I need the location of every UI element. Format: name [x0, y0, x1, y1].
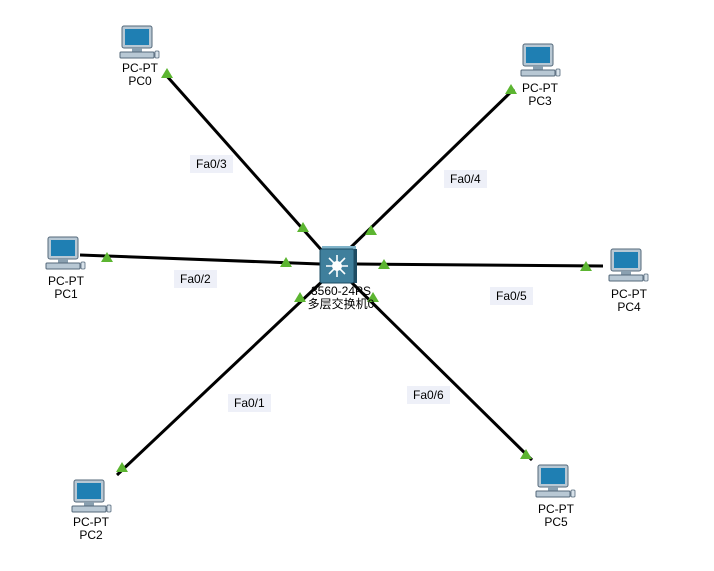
- port-label-fa0-3: Fa0/3: [190, 155, 233, 173]
- pc1-model: PC-PT: [48, 274, 84, 288]
- link-pc5-switch[interactable]: [343, 274, 534, 462]
- link-status-indicators: [101, 68, 592, 472]
- pc4-name: PC4: [617, 300, 641, 314]
- pc0-label: PC-PT PC0: [100, 62, 180, 88]
- link-status-pc5-switch-end: [367, 292, 379, 302]
- pc2-name: PC2: [79, 528, 103, 542]
- switch-name: 多层交换机0: [307, 297, 375, 311]
- pc0-pc-icon[interactable]: [119, 25, 160, 59]
- link-pc2-switch[interactable]: [115, 272, 332, 477]
- pc0-name: PC0: [128, 74, 152, 88]
- link-status-pc1-end: [101, 252, 113, 262]
- pc4-model: PC-PT: [611, 287, 647, 301]
- link-pc3-switch[interactable]: [345, 87, 516, 253]
- link-pc1-switch[interactable]: [79, 253, 321, 266]
- link-status-pc0-switch-end: [297, 222, 309, 232]
- link-status-pc2-end: [116, 462, 128, 472]
- pc3-name: PC3: [528, 94, 552, 108]
- pc4-label: PC-PT PC4: [589, 288, 669, 314]
- pc5-label: PC-PT PC5: [516, 503, 596, 529]
- pc5-pc-icon[interactable]: [535, 464, 576, 498]
- link-status-pc2-switch-end: [294, 292, 306, 302]
- switch-label: 3560-24PS 多层交换机0: [296, 285, 386, 311]
- link-status-pc3-end: [505, 84, 517, 94]
- pc4-pc-icon[interactable]: [608, 248, 649, 282]
- pc1-label: PC-PT PC1: [26, 275, 106, 301]
- pc5-model: PC-PT: [538, 502, 574, 516]
- port-label-fa0-2: Fa0/2: [174, 270, 217, 288]
- link-status-pc1-switch-end: [280, 257, 292, 267]
- link-status-pc0-end: [161, 68, 173, 78]
- pc5-name: PC5: [544, 515, 568, 529]
- link-status-pc3-switch-end: [365, 225, 377, 235]
- pc3-model: PC-PT: [522, 81, 558, 95]
- switch-model: 3560-24PS: [310, 284, 372, 298]
- pc2-model: PC-PT: [73, 515, 109, 529]
- link-status-pc5-end: [520, 449, 532, 459]
- pc2-pc-icon[interactable]: [71, 479, 112, 513]
- pc2-label: PC-PT PC2: [51, 516, 131, 542]
- pc3-pc-icon[interactable]: [520, 43, 561, 77]
- port-label-fa0-6: Fa0/6: [407, 386, 450, 404]
- link-status-pc4-switch-end: [378, 259, 390, 269]
- multilayer-switch-icon[interactable]: [319, 246, 357, 284]
- port-label-fa0-4: Fa0/4: [444, 170, 487, 188]
- pc3-label: PC-PT PC3: [500, 82, 580, 108]
- link-pc4-switch[interactable]: [356, 262, 604, 268]
- pc0-model: PC-PT: [122, 61, 158, 75]
- link-status-pc4-end: [580, 261, 592, 271]
- pc1-pc-icon[interactable]: [45, 236, 86, 270]
- pc1-name: PC1: [54, 287, 78, 301]
- port-label-fa0-1: Fa0/1: [228, 394, 271, 412]
- port-label-fa0-5: Fa0/5: [490, 287, 533, 305]
